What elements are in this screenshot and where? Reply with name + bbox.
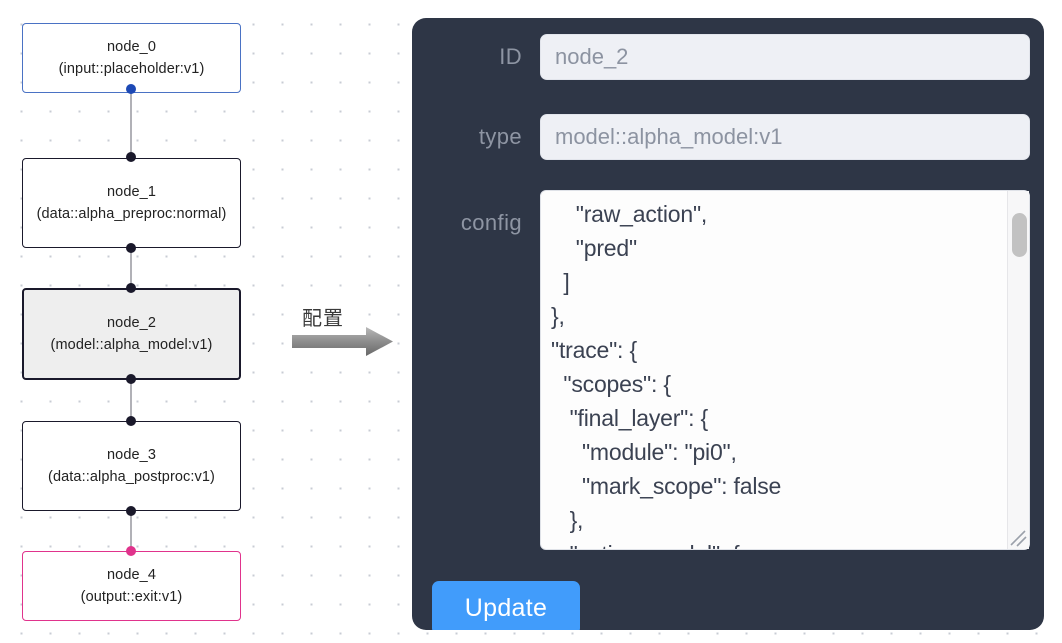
node_0-source-handle[interactable] bbox=[126, 84, 136, 94]
node_3-target-handle[interactable] bbox=[126, 416, 136, 426]
graph-node-node_3[interactable]: node_3(data::alpha_postproc:v1) bbox=[22, 421, 241, 511]
resize-handle-icon[interactable] bbox=[1008, 528, 1028, 548]
graph-node-node_1[interactable]: node_1(data::alpha_preproc:normal) bbox=[22, 158, 241, 248]
config-textarea-wrap: "raw_action", "pred" ] }, "trace": { "sc… bbox=[540, 190, 1030, 550]
node-label: node_1(data::alpha_preproc:normal) bbox=[36, 184, 227, 222]
node_1-source-handle[interactable] bbox=[126, 243, 136, 253]
node_3-source-handle[interactable] bbox=[126, 506, 136, 516]
update-button[interactable]: Update bbox=[432, 581, 580, 630]
graph-node-node_0[interactable]: node_0(input::placeholder:v1) bbox=[22, 23, 241, 93]
node-label: node_0(input::placeholder:v1) bbox=[58, 39, 205, 77]
type-input[interactable] bbox=[540, 114, 1030, 160]
graph-node-node_4[interactable]: node_4(output::exit:v1) bbox=[22, 551, 241, 621]
edge-node2-node3 bbox=[130, 375, 132, 426]
edge-node1-node2 bbox=[130, 243, 132, 293]
right-arrow-icon bbox=[292, 327, 393, 356]
node_2-target-handle[interactable] bbox=[126, 283, 136, 293]
edge-node0-node1 bbox=[130, 88, 132, 163]
id-input[interactable] bbox=[540, 34, 1030, 80]
annotation-label: 配置 bbox=[302, 306, 344, 330]
config-scrollbar-thumb[interactable] bbox=[1012, 213, 1027, 257]
type-field-label: type bbox=[478, 124, 522, 149]
type-field-row: type bbox=[430, 114, 1030, 160]
edge-node3-node4 bbox=[130, 506, 132, 556]
node-label: node_4(output::exit:v1) bbox=[80, 567, 183, 605]
config-scrollbar[interactable] bbox=[1007, 191, 1029, 549]
node_4-target-handle[interactable] bbox=[126, 546, 136, 556]
config-field-label: config bbox=[460, 210, 522, 235]
config-textarea[interactable]: "raw_action", "pred" ] }, "trace": { "sc… bbox=[540, 190, 1030, 550]
graph-node-node_2[interactable]: node_2(model::alpha_model:v1) bbox=[22, 288, 241, 380]
node-label: node_3(data::alpha_postproc:v1) bbox=[48, 447, 215, 485]
id-field-label: ID bbox=[499, 44, 522, 69]
node_1-target-handle[interactable] bbox=[126, 152, 136, 162]
config-field-row: config "raw_action", "pred" ] }, "trace"… bbox=[430, 190, 1030, 550]
node-config-panel: ID type config "raw_action", "pred" ] },… bbox=[412, 18, 1044, 630]
node-label: node_2(model::alpha_model:v1) bbox=[50, 315, 213, 353]
node_2-source-handle[interactable] bbox=[126, 374, 136, 384]
id-field-row: ID bbox=[430, 34, 1030, 80]
